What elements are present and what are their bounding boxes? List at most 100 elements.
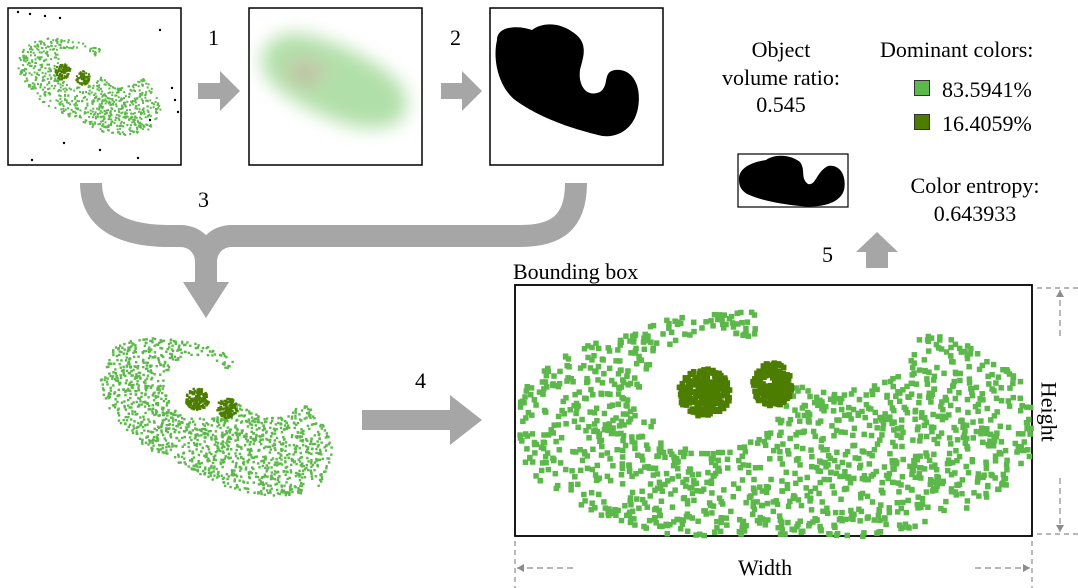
cloud-point	[137, 386, 140, 390]
cloud-point	[757, 514, 764, 521]
cloud-point-dark	[780, 395, 787, 402]
cloud-point	[590, 446, 596, 453]
cloud-point-dark	[200, 388, 204, 391]
cloud-point	[223, 457, 227, 460]
cloud-point	[228, 428, 232, 431]
cloud-point	[135, 432, 138, 435]
cloud-point	[134, 123, 137, 126]
noise-point	[30, 158, 34, 162]
cloud-point	[124, 95, 127, 98]
cloud-point	[174, 413, 177, 417]
cloud-point	[562, 353, 569, 359]
cloud-point-dark	[188, 391, 192, 395]
cloud-point	[522, 394, 528, 400]
cloud-point	[260, 421, 263, 425]
cloud-point	[109, 103, 112, 106]
cloud-point	[132, 383, 135, 387]
bounding-box-label: Bounding box	[513, 259, 639, 284]
cloud-point-dark	[63, 75, 66, 78]
cloud-point	[993, 395, 1000, 402]
cloud-point	[135, 126, 138, 129]
cloud-point	[144, 382, 147, 385]
cloud-point	[208, 467, 211, 470]
cloud-point	[308, 442, 312, 446]
cloud-point	[118, 350, 121, 353]
cloud-point	[34, 78, 37, 81]
cloud-point	[145, 386, 149, 390]
cloud-point	[134, 350, 138, 354]
cloud-point	[710, 323, 716, 329]
cloud-point-dark	[82, 70, 85, 73]
cloud-point	[211, 417, 214, 421]
cloud-point	[170, 356, 174, 359]
cloud-point	[179, 355, 182, 359]
cloud-point	[989, 371, 995, 378]
cloud-point	[223, 361, 226, 364]
cloud-point	[639, 457, 646, 463]
cloud-point	[114, 87, 117, 90]
cloud-point	[34, 58, 37, 61]
cloud-point	[164, 397, 168, 401]
cloud-point	[253, 417, 257, 421]
cloud-point-dark	[705, 406, 712, 413]
cloud-point	[133, 112, 136, 115]
cloud-point	[871, 446, 878, 453]
cloud-point	[228, 440, 231, 444]
cloud-point	[78, 86, 81, 89]
cloud-point	[143, 338, 146, 341]
cloud-point	[918, 464, 924, 471]
cloud-point	[743, 325, 749, 332]
cloud-point	[104, 121, 107, 124]
cloud-point-dark	[59, 70, 62, 73]
cloud-point	[177, 346, 181, 349]
cloud-point	[153, 344, 156, 347]
cloud-point	[141, 425, 145, 429]
cloud-point	[50, 45, 53, 48]
cloud-point	[583, 427, 589, 434]
cloud-point-dark	[204, 395, 208, 399]
cloud-point-dark	[198, 401, 202, 404]
cloud-point	[198, 462, 202, 465]
cloud-point	[166, 347, 169, 351]
cloud-point	[683, 476, 689, 483]
cloud-point	[108, 116, 111, 119]
cloud-point	[785, 447, 791, 454]
cloud-point-dark	[678, 399, 685, 406]
cloud-point	[790, 393, 797, 399]
cloud-point	[65, 88, 68, 91]
cloud-point	[131, 100, 134, 103]
cloud-point	[297, 472, 301, 476]
cloud-point	[81, 92, 84, 95]
cloud-point	[246, 460, 249, 464]
cloud-point	[37, 45, 40, 48]
cloud-point	[74, 104, 77, 107]
cloud-point	[934, 440, 941, 447]
cloud-point	[107, 129, 110, 132]
cloud-point	[159, 363, 162, 367]
cloud-point	[776, 432, 783, 439]
cloud-point	[1020, 431, 1026, 437]
cloud-point	[814, 464, 820, 471]
cloud-point	[174, 428, 177, 432]
cloud-point	[239, 475, 243, 478]
step-number-3: 3	[198, 187, 209, 212]
cloud-point	[207, 448, 211, 451]
cloud-point	[107, 362, 110, 366]
cloud-point-dark	[227, 416, 230, 419]
cloud-point	[161, 419, 164, 422]
cloud-point	[276, 478, 280, 482]
cloud-point	[121, 98, 124, 101]
cloud-point	[318, 478, 322, 482]
cloud-point	[139, 126, 142, 129]
cloud-point	[872, 409, 878, 416]
cloud-point	[310, 475, 313, 478]
cloud-point	[975, 471, 982, 477]
cloud-point	[55, 80, 58, 83]
cloud-point	[282, 435, 285, 439]
cloud-point	[221, 477, 225, 481]
cloud-point	[138, 116, 141, 119]
cloud-point-dark	[62, 68, 65, 71]
cloud-point	[107, 82, 110, 85]
cloud-point	[167, 419, 170, 422]
cloud-point	[880, 418, 886, 424]
